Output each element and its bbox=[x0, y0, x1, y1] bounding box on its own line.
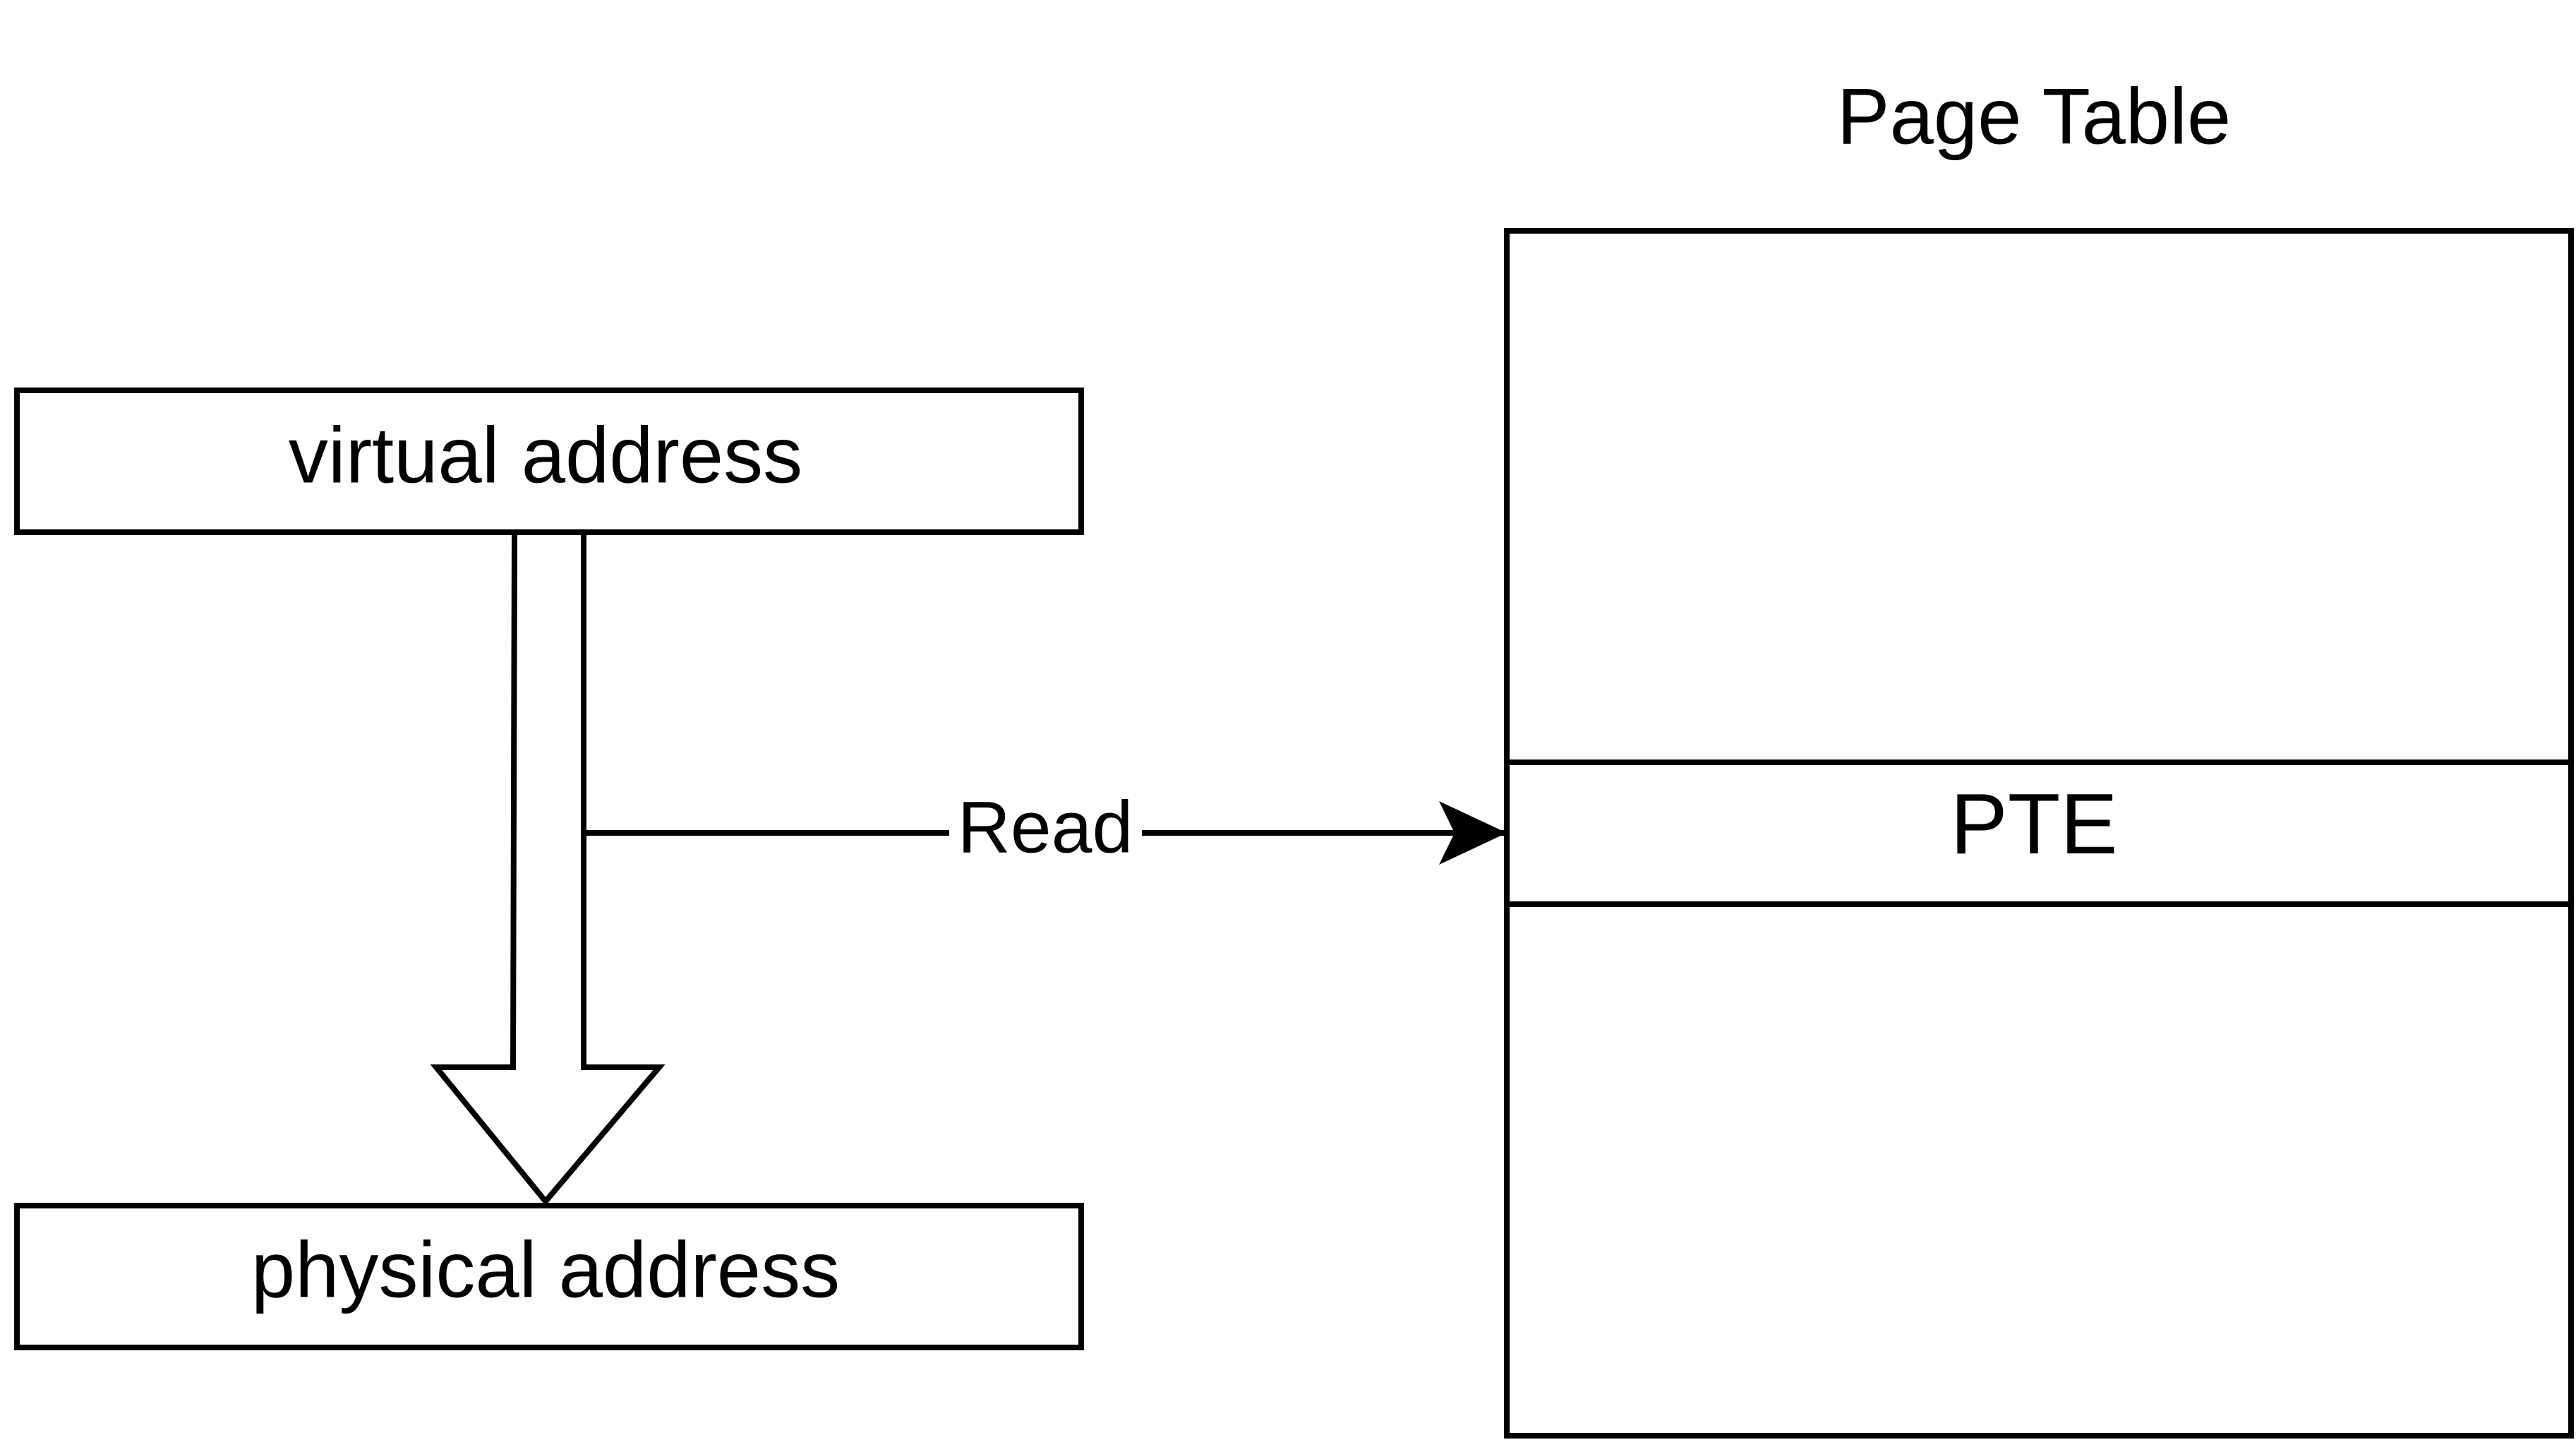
page-table-title: Page Table bbox=[1837, 73, 2231, 161]
read-label: Read bbox=[958, 786, 1133, 868]
pte-label: PTE bbox=[1950, 776, 2117, 872]
physical-address-box bbox=[14, 1203, 1084, 1350]
physical-address-label: physical address bbox=[251, 1226, 840, 1314]
virtual-address-box bbox=[14, 388, 1084, 535]
translation-arrow bbox=[430, 529, 666, 1206]
virtual-address-label: virtual address bbox=[289, 412, 802, 500]
